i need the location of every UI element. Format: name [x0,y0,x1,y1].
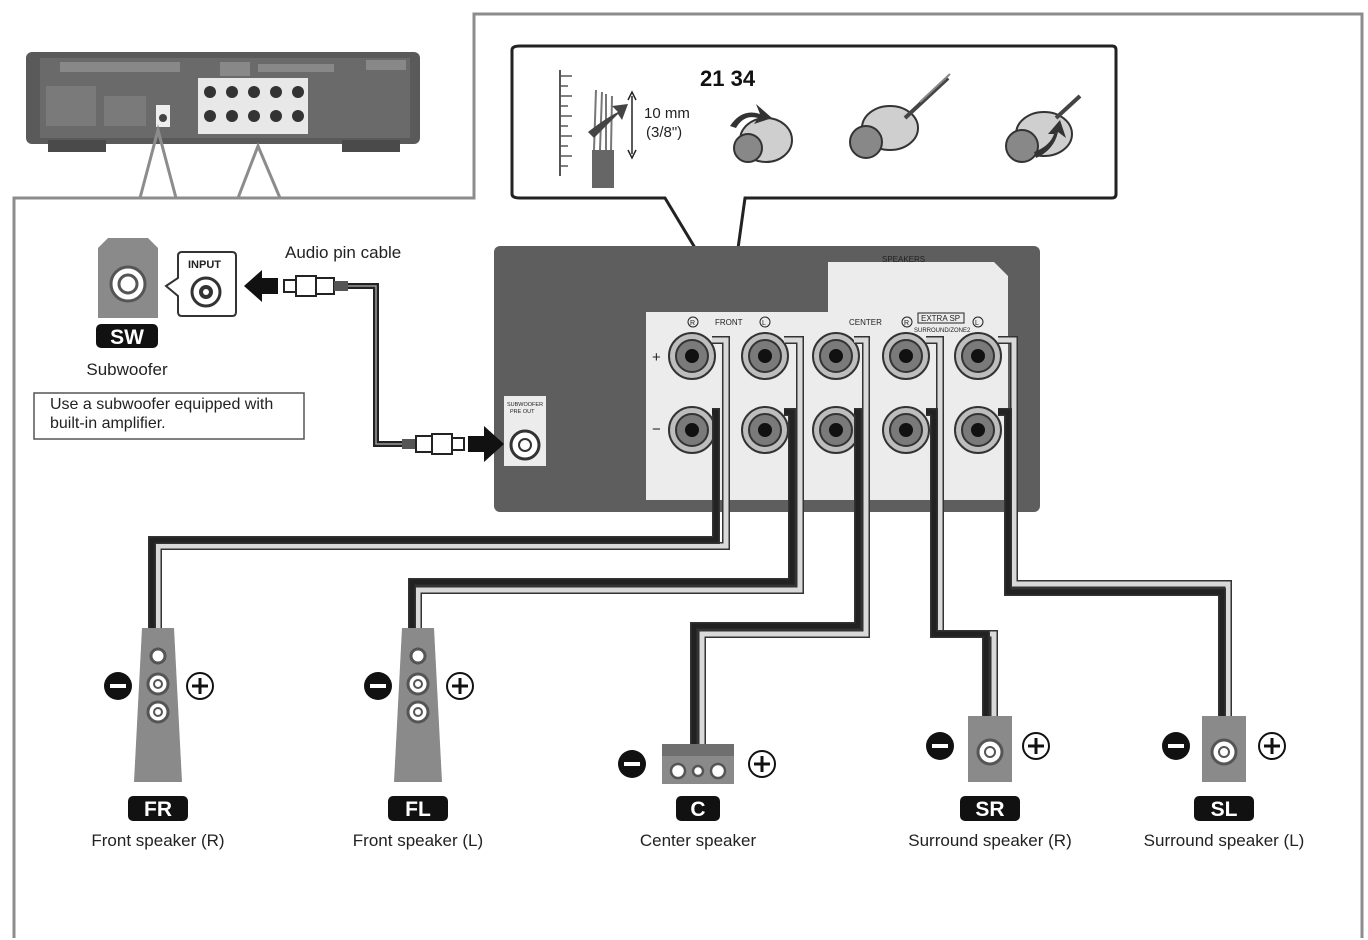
outer-frame [12,12,1364,938]
speaker-fr-minus-icon [104,672,132,700]
sw-badge [96,324,158,348]
speaker-fr: FR Front speaker (R) [91,628,225,850]
speaker-c-badge [676,796,720,821]
audio-pin-cable: Audio pin cable [244,243,504,462]
arrow-to-receiver [468,426,504,462]
speaker-sl-minus-icon [1162,732,1190,760]
speaker-sl-badge [1194,796,1254,821]
receiver-thumbnail [26,52,420,152]
speaker-cables [148,336,1232,744]
terminal-surround-l-minus[interactable] [954,406,1002,454]
sub-out-label-1: SUBWOOFER [507,402,543,408]
speaker-sr-badge [960,796,1020,821]
surround-r-mark: R [904,320,909,327]
terminal-surround-r-plus[interactable] [882,332,930,380]
sw-badge-label: SW [110,326,144,349]
sub-out-label-2: PRE OUT [510,409,535,415]
speaker-sl-caption: Surround speaker (L) [1144,831,1305,850]
input-label: INPUT [188,259,221,271]
terminal-step-insert [849,73,951,159]
front-l-mark: L [762,320,766,327]
speakers-label: SPEAKERS [882,255,925,264]
speaker-fr-caption: Front speaker (R) [91,831,224,850]
speaker-fr-plus-icon [186,672,214,700]
speaker-c-caption: Center speaker [640,831,757,850]
speaker-terminal-panel: SPEAKERS FRONT CENTER EXTRA SP SURROUND/… [494,246,1040,512]
cable-fr-plus [155,337,729,628]
speaker-fl-badge [388,796,448,821]
terminal-front-r-minus[interactable] [668,406,716,454]
speaker-c-driver [691,764,705,778]
cable-sl-plus [998,337,1231,716]
speaker-c: C Center speaker [618,744,776,850]
subwoofer-group: SW Subwoofer INPUT Use a subwoofer equip… [33,238,305,440]
speaker-sr-minus-icon [926,732,954,760]
cable-fr-minus [149,409,719,628]
speaker-c-minus-icon [618,750,646,778]
speaker-sl: SL Surround speaker (L) [1144,716,1305,850]
cable-fl-plus [415,337,803,628]
terminal-surround-l-plus[interactable] [954,332,1002,380]
front-label: FRONT [715,318,743,327]
speaker-sr-caption: Surround speaker (R) [908,831,1071,850]
audio-pin-cable-label: Audio pin cable [285,243,401,262]
minus-mark: − [652,421,661,438]
speaker-sr-plus-icon [1022,732,1050,760]
speaker-sl-badge-label: SL [1211,798,1238,821]
wire-length-mm: 10 mm [644,105,690,122]
terminal-step-tighten [1005,94,1082,163]
speaker-c-plus-icon [748,750,776,778]
cable-c-plus [699,337,869,744]
arrow-to-subwoofer [244,270,278,302]
terminal-center-plus[interactable] [812,332,860,380]
front-r-mark: R [690,320,695,327]
speaker-c-driver [669,762,687,780]
speaker-c-badge-label: C [690,798,705,821]
subwoofer-caption: Subwoofer [86,360,168,379]
speaker-fl: FL Front speaker (L) [353,628,483,850]
surround-l-mark: L [975,320,979,327]
speaker-fl-driver [409,647,427,665]
speaker-fl-plus-icon [446,672,474,700]
terminal-step-loosen [730,104,793,163]
cable-sl-minus [998,409,1225,716]
cable-fl-minus [409,409,795,628]
plus-mark: + [652,349,661,366]
terminal-surround-r-minus[interactable] [882,406,930,454]
speaker-c-driver [709,762,727,780]
terminal-front-l-minus[interactable] [741,406,789,454]
terminal-center-minus[interactable] [812,406,860,454]
extra-sp-label: EXTRA SP [921,314,960,323]
speaker-fr-badge-label: FR [144,798,172,821]
subwoofer-note-line1: Use a subwoofer equipped with [50,396,273,413]
speaker-sr: SR Surround speaker (R) [908,716,1072,850]
subwoofer-note-line2: built-in amplifier. [50,415,166,432]
speaker-fl-caption: Front speaker (L) [353,831,483,850]
wire-prep-callout: 21 34 10 mm (3/8") [510,44,1118,311]
terminal-front-r-plus[interactable] [668,332,716,380]
extra-sp-sub: SURROUND/ZONE2 [914,328,971,334]
center-label: CENTER [849,318,882,327]
speaker-sl-plus-icon [1258,732,1286,760]
speaker-fr-badge [128,796,188,821]
wire-length-inch: (3/8") [646,124,682,141]
subwoofer-note-box [33,392,305,440]
speaker-fl-badge-label: FL [405,798,431,821]
speakers: FR Front speaker (R) FL Front speaker (L) CC… [91,628,1304,850]
speaker-fl-minus-icon [364,672,392,700]
speaker-sr-badge-label: SR [975,798,1004,821]
speaker-fr-driver [149,647,167,665]
cable-sr-minus [926,409,989,716]
cable-c-minus [691,409,861,744]
steps-label: 21 34 [700,66,756,91]
terminal-front-l-plus[interactable] [741,332,789,380]
